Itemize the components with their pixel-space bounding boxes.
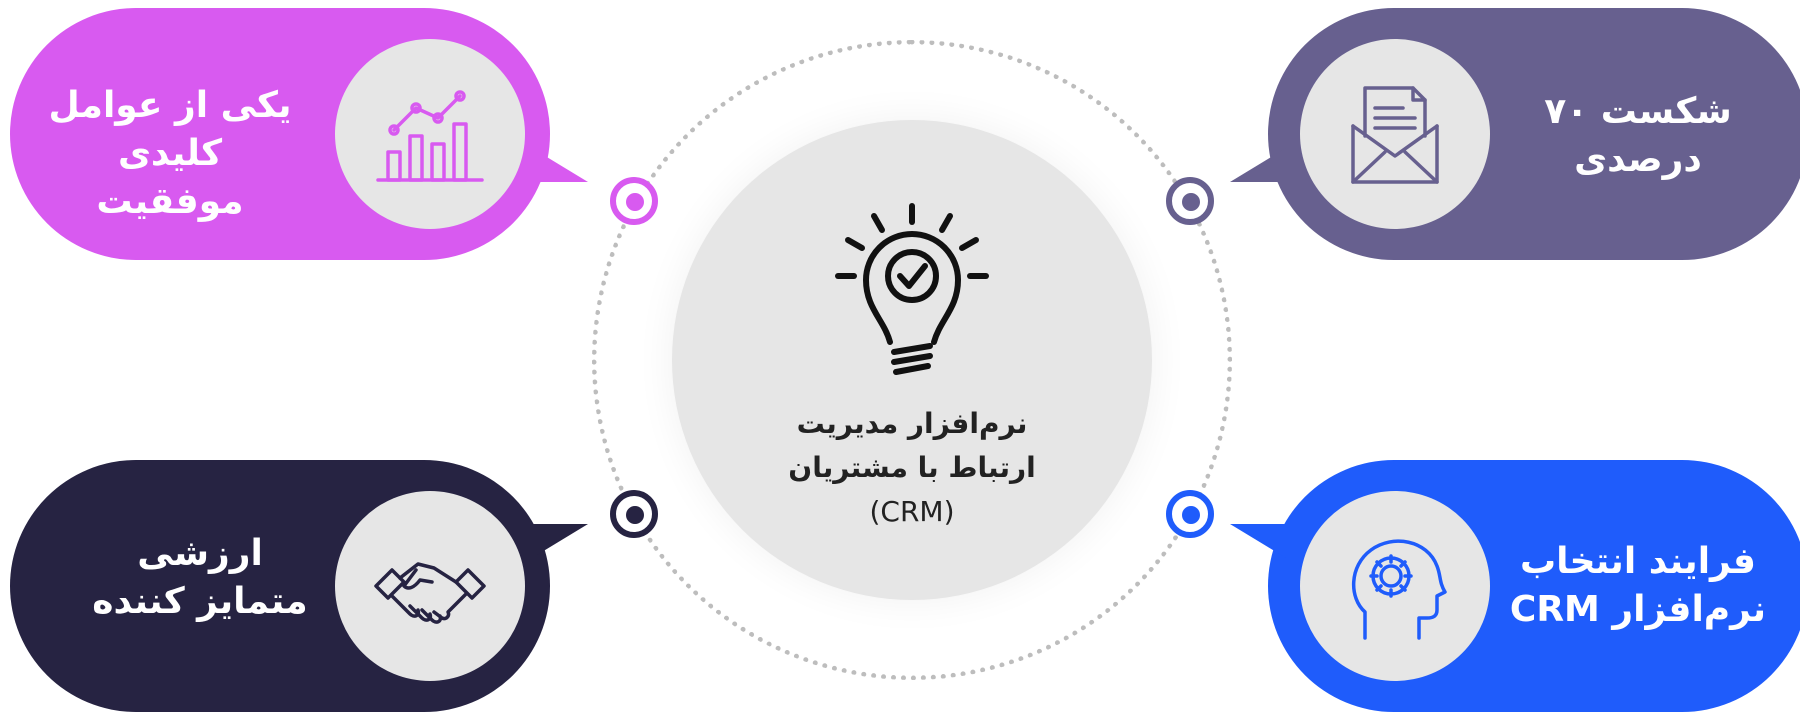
bubble-top-left-line2: کلیدی موفقیت xyxy=(96,133,244,222)
icon-disk xyxy=(1300,491,1490,681)
bubble-bottom-right-line1: فرایند انتخاب xyxy=(1519,541,1757,582)
bubble-top-right-text: شکست ۷۰ درصدی xyxy=(1508,88,1768,184)
bubble-bottom-left-line2: متمایز کننده xyxy=(92,581,308,622)
dotted-ring xyxy=(592,40,1232,680)
bubble-bottom-right: فرایند انتخاب نرم‌افزار CRM xyxy=(1230,460,1800,712)
bubble-tail xyxy=(1230,524,1286,558)
bubble-tail xyxy=(532,148,588,182)
bubble-bottom-left-text: ارزشی متمایز کننده xyxy=(70,530,330,626)
chart-growth-icon xyxy=(376,90,484,182)
center-title-line3: (CRM) xyxy=(869,495,955,528)
center-title-line2: ارتباط با مشتریان xyxy=(788,451,1036,484)
icon-disk xyxy=(335,491,525,681)
bubble-top-right-line1: شکست ۷۰ xyxy=(1544,91,1732,132)
center-title: نرم‌افزار مدیریت ارتباط با مشتریان (CRM) xyxy=(712,402,1112,534)
icon-disk xyxy=(335,39,525,229)
connector-dot-top-right xyxy=(1166,177,1214,225)
bubble-bottom-right-line2: نرم‌افزار CRM xyxy=(1509,589,1767,630)
bubble-top-right: شکست ۷۰ درصدی xyxy=(1230,8,1800,260)
envelope-letter-icon xyxy=(1351,86,1439,184)
handshake-icon xyxy=(374,562,486,624)
connector-dot-bottom-right xyxy=(1166,490,1214,538)
bubble-top-left-text: یکی از عوامل کلیدی موفقیت xyxy=(40,82,300,226)
bubble-bottom-left: ارزشی متمایز کننده xyxy=(10,460,588,712)
bubble-top-right-line2: درصدی xyxy=(1574,139,1702,180)
connector-dot-top-left xyxy=(610,177,658,225)
lightbulb-check-icon xyxy=(835,203,989,375)
icon-disk xyxy=(1300,39,1490,229)
bubble-tail xyxy=(1230,148,1286,182)
bubble-top-left: یکی از عوامل کلیدی موفقیت xyxy=(10,8,588,260)
center-title-line1: نرم‌افزار مدیریت xyxy=(796,407,1028,440)
bubble-bottom-right-text: فرایند انتخاب نرم‌افزار CRM xyxy=(1508,538,1768,634)
bubble-tail xyxy=(532,524,588,558)
connector-dot-bottom-left xyxy=(610,490,658,538)
bubble-bottom-left-line1: ارزشی xyxy=(137,533,263,574)
center-circle: نرم‌افزار مدیریت ارتباط با مشتریان (CRM) xyxy=(672,120,1152,600)
head-gear-icon xyxy=(1351,539,1447,640)
bubble-top-left-line1: یکی از عوامل xyxy=(48,85,292,126)
